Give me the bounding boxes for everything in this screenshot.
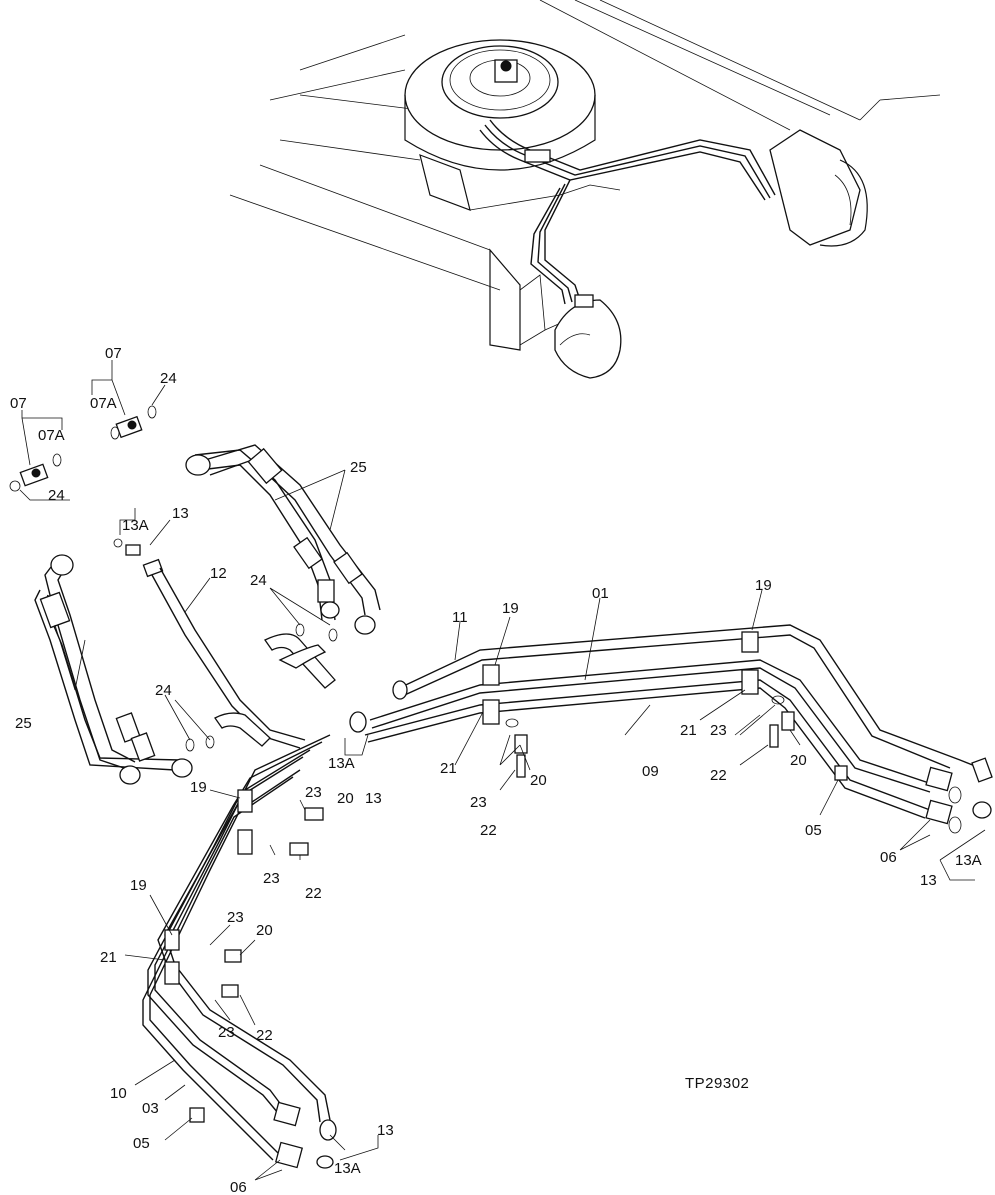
tube-bundle-10-03 bbox=[142, 734, 337, 1169]
callout-11: 11 bbox=[452, 609, 468, 626]
callout-22-mid: 22 bbox=[480, 822, 497, 839]
callout-13a-right: 13A bbox=[955, 852, 982, 869]
fittings-07-top bbox=[110, 405, 157, 440]
callout-13a-upper: 13A bbox=[122, 517, 149, 534]
hose-assembly-25-right bbox=[185, 444, 381, 635]
callout-01: 01 bbox=[592, 585, 609, 602]
callout-12: 12 bbox=[210, 565, 227, 582]
callout-06-right: 06 bbox=[880, 849, 897, 866]
callout-13-upper: 13 bbox=[172, 505, 189, 522]
callout-13a-mid: 13A bbox=[328, 755, 355, 772]
callout-23-mid: 23 bbox=[470, 794, 487, 811]
callout-19-top: 19 bbox=[502, 600, 519, 617]
callout-10: 10 bbox=[110, 1085, 127, 1102]
callout-05-left: 05 bbox=[133, 1135, 150, 1152]
hose-assembly-25-left bbox=[34, 554, 193, 785]
callout-13a-bottom: 13A bbox=[334, 1160, 361, 1177]
callout-05-right: 05 bbox=[805, 822, 822, 839]
leader-lines bbox=[19, 360, 986, 1181]
tube-12 bbox=[151, 567, 306, 749]
callout-19-right: 19 bbox=[755, 577, 772, 594]
callout-21-right: 21 bbox=[680, 722, 697, 739]
elbow-fittings-24 bbox=[185, 623, 338, 752]
callout-23-left-a: 23 bbox=[305, 784, 322, 801]
callout-20-left-a: 20 bbox=[337, 790, 354, 807]
callout-25-right: 25 bbox=[350, 459, 367, 476]
callout-07a-left: 07A bbox=[38, 427, 65, 444]
fittings-13-upper bbox=[113, 538, 164, 578]
callout-07-left: 07 bbox=[10, 395, 27, 412]
callout-24-top: 24 bbox=[160, 370, 177, 387]
callout-24-low: 24 bbox=[155, 682, 172, 699]
callout-13-mid: 13 bbox=[365, 790, 382, 807]
figure-id: TP29302 bbox=[685, 1075, 749, 1092]
callout-07-top: 07 bbox=[105, 345, 122, 362]
callout-22-left-a: 22 bbox=[305, 885, 322, 902]
callout-06-bottom: 06 bbox=[230, 1179, 247, 1195]
callout-22-left-b: 22 bbox=[256, 1027, 273, 1044]
callout-23-left-b: 23 bbox=[263, 870, 280, 887]
fittings-07-left bbox=[9, 453, 62, 492]
callout-09: 09 bbox=[642, 763, 659, 780]
callout-07a-top: 07A bbox=[90, 395, 117, 412]
callout-13-bottom: 13 bbox=[377, 1122, 394, 1139]
callout-23-right: 23 bbox=[710, 722, 727, 739]
callout-labels: 07 07A 24 07 07A 24 13A 13 25 12 24 11 1… bbox=[10, 345, 982, 1195]
callout-20-mid: 20 bbox=[530, 772, 547, 789]
callout-24-left: 24 bbox=[48, 487, 65, 504]
machine-frame-illustration bbox=[229, 0, 941, 379]
tube-bundle-11-01-09 bbox=[349, 624, 993, 834]
callout-19-left: 19 bbox=[190, 779, 207, 796]
callout-25-left: 25 bbox=[15, 715, 32, 732]
callout-19-left-low: 19 bbox=[130, 877, 147, 894]
callout-21-left: 21 bbox=[100, 949, 117, 966]
callout-13-right: 13 bbox=[920, 872, 937, 889]
callout-23-left-d: 23 bbox=[218, 1024, 235, 1041]
callout-20-right: 20 bbox=[790, 752, 807, 769]
callout-21-mid: 21 bbox=[440, 760, 457, 777]
callout-20-left-b: 20 bbox=[256, 922, 273, 939]
callout-22-right: 22 bbox=[710, 767, 727, 784]
callout-24-mid: 24 bbox=[250, 572, 267, 589]
callout-23-left-c: 23 bbox=[227, 909, 244, 926]
callout-03: 03 bbox=[142, 1100, 159, 1117]
